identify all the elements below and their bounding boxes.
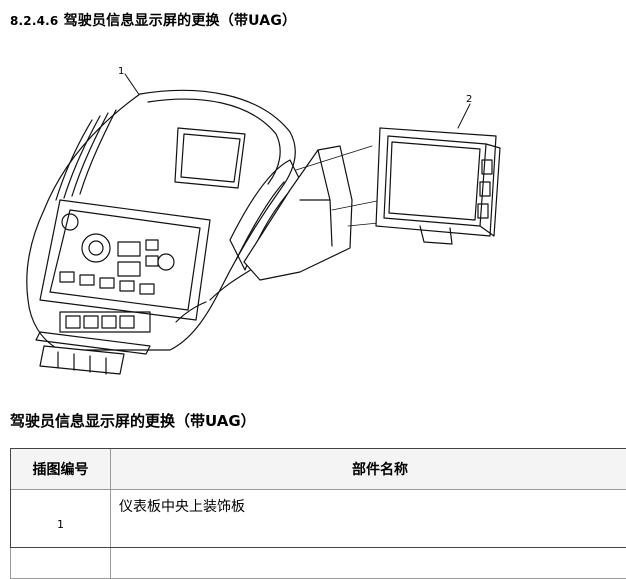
technical-illustration: 1 2 <box>0 50 626 380</box>
table-header-row: 插图编号 部件名称 <box>11 449 626 490</box>
section-title: 驾驶员信息显示屏的更换（带UAG） <box>10 410 256 431</box>
callout-2: 2 <box>466 94 472 105</box>
column-header-part-name: 部件名称 <box>111 449 626 490</box>
center-upper-trim-panel <box>27 90 300 354</box>
heading-title: 驾驶员信息显示屏的更换（带UAG） <box>64 13 297 29</box>
column-header-callout-number: 插图编号 <box>11 449 111 490</box>
row-callout-number: 1 <box>11 490 111 579</box>
heading-number: 8.2.4.6 <box>10 14 58 28</box>
row-part-name: 仪表板中央上装饰板 <box>111 490 626 579</box>
table-row: 1 仪表板中央上装饰板 <box>11 490 626 579</box>
parts-table: 插图编号 部件名称 1 仪表板中央上装饰板 <box>10 448 626 579</box>
callout-1: 1 <box>118 66 124 77</box>
dashboard-line-drawing: 1 2 <box>0 50 626 380</box>
driver-information-display <box>376 128 500 244</box>
page-heading: 8.2.4.6 驾驶员信息显示屏的更换（带UAG） <box>10 10 296 30</box>
